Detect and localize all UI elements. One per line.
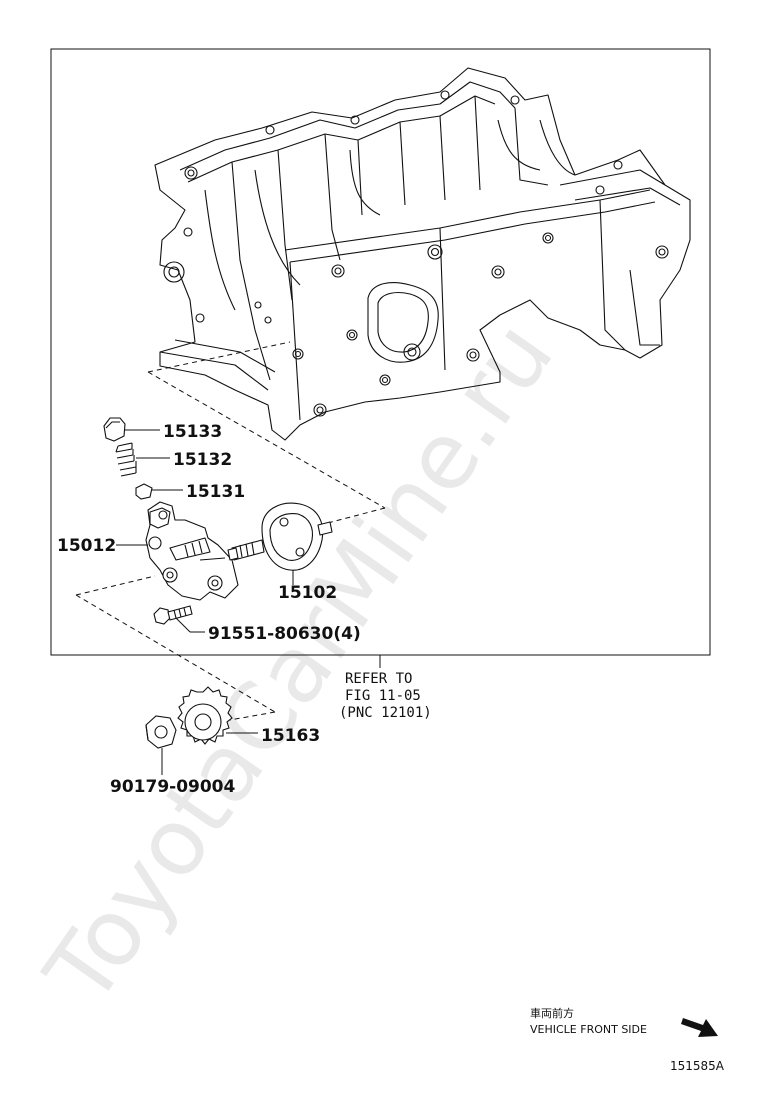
cylinder-block-illustration [154,67,691,441]
part-number-15102[interactable]: 15102 [278,583,337,603]
part-15131-valve-illustration [135,483,153,500]
reference-line-3: (PNC 12101) [339,705,432,721]
part-15102-rotor-shaft-illustration [227,502,333,571]
vehicle-front-label-jp: 車両前方 [530,1006,574,1020]
front-direction-arrow-icon [681,1018,718,1037]
part-number-15012[interactable]: 15012 [57,536,116,556]
figure-code: 151585A [670,1059,725,1073]
part-number-15131[interactable]: 15131 [186,482,245,502]
part-number-15163[interactable]: 15163 [261,726,320,746]
part-15132-spring-illustration [115,442,137,477]
part-91551-bolt-illustration [153,605,193,625]
reference-line-1: REFER TO [345,671,412,687]
part-number-91551-80630[interactable]: 91551-80630(4) [208,624,361,644]
vehicle-front-indicator: 車両前方 VEHICLE FRONT SIDE [530,1006,718,1037]
dashed-guide-lines [75,341,386,721]
part-number-15132[interactable]: 15132 [173,450,232,470]
part-number-15133[interactable]: 15133 [163,422,222,442]
reference-line-2[interactable]: FIG 11-05 [345,688,421,704]
part-15012-pump-body-illustration [145,501,239,601]
vehicle-front-label-en: VEHICLE FRONT SIDE [530,1023,647,1036]
part-15163-sprocket-illustration [177,686,233,745]
part-15133-plug-illustration [103,417,126,442]
part-90179-nut-illustration [145,715,177,749]
leader-lines [116,429,381,775]
part-number-90179-09004[interactable]: 90179-09004 [110,777,236,797]
reference-note: REFER TO FIG 11-05 (PNC 12101) [339,671,432,721]
